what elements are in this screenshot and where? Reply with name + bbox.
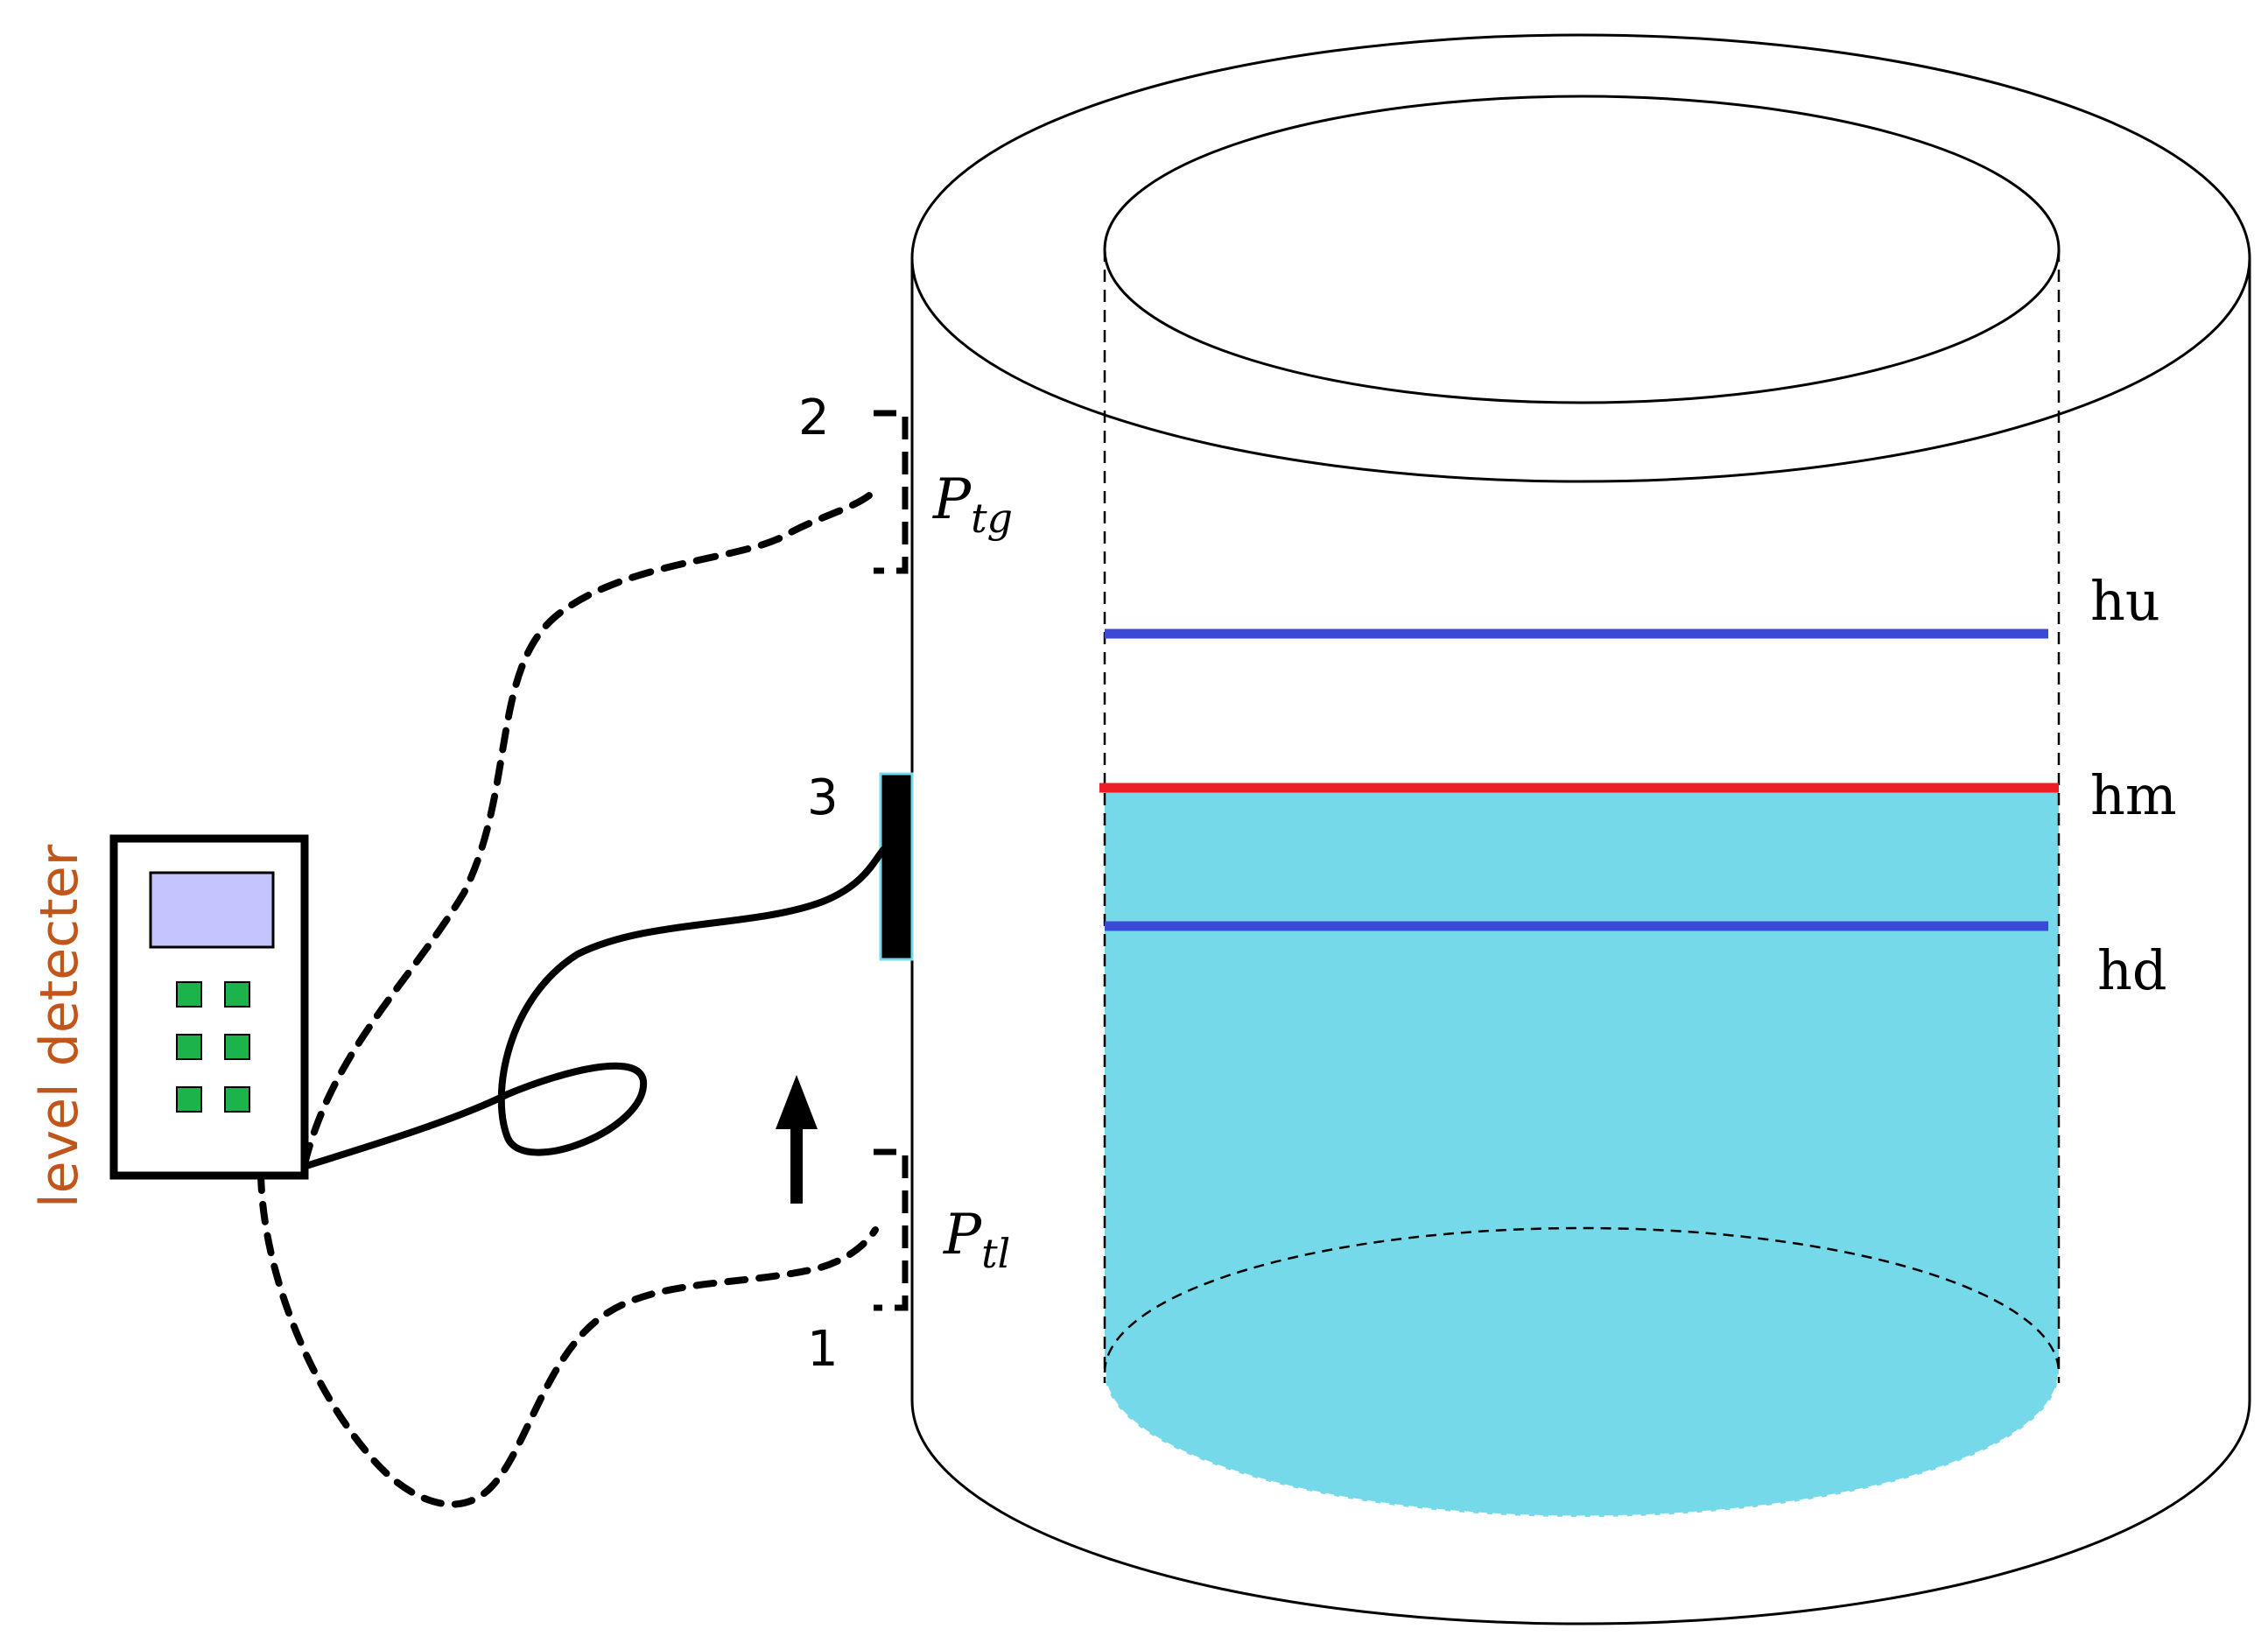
device-button (224, 1086, 250, 1113)
tank: hu hm hd (910, 33, 2251, 1625)
device-button (224, 981, 250, 1008)
inner-bottom-front-arc (1103, 1372, 2061, 1519)
cable-to-sensor-bottom (257, 1169, 879, 1508)
flow-arrow-up-icon (776, 1075, 818, 1204)
outer-bottom-arc (910, 1400, 2251, 1625)
sensor-bottom-bracket (874, 1148, 909, 1311)
sensor-bottom-label-main: P (943, 1203, 982, 1267)
sensor-bottom-label: Ptl (943, 1203, 1010, 1277)
device-button (224, 1034, 250, 1060)
sensor-top-label-sub: tg (971, 495, 1013, 542)
sensors: 2 Ptg 3 1 Ptl (776, 390, 1013, 1378)
interface-level-label: hm (2090, 763, 2177, 827)
liquid-bottom-surface (1105, 1228, 2059, 1517)
sensor-top-label-main: P (932, 467, 972, 532)
device-button (176, 1086, 202, 1113)
cables (257, 487, 888, 1508)
inner-bottom-back-arc (1103, 1226, 2061, 1373)
sensor-bottom-label-sub: tl (981, 1230, 1010, 1277)
outer-top-rim (910, 33, 2251, 483)
device-keypad (176, 981, 250, 1113)
inner-top-rim (1103, 95, 2061, 404)
sensor-top-number: 2 (798, 390, 830, 446)
cable-to-sensor-middle (294, 846, 888, 1172)
sensor-top-label: Ptg (932, 467, 1013, 542)
device-label: level detecter (29, 844, 90, 1208)
level-detector-device: level detecter (29, 834, 309, 1208)
sensor-middle-block (879, 772, 914, 961)
sensor-middle-number: 3 (807, 769, 839, 826)
sensor-top-bracket (874, 410, 909, 574)
device-button (176, 1034, 202, 1060)
lower-level-label: hd (2097, 938, 2167, 1002)
upper-level-label: hu (2090, 569, 2160, 633)
device-screen (149, 871, 275, 949)
device-button (176, 981, 202, 1008)
cable-to-sensor-top (301, 487, 879, 1168)
sensor-bottom-number: 1 (807, 1321, 839, 1378)
